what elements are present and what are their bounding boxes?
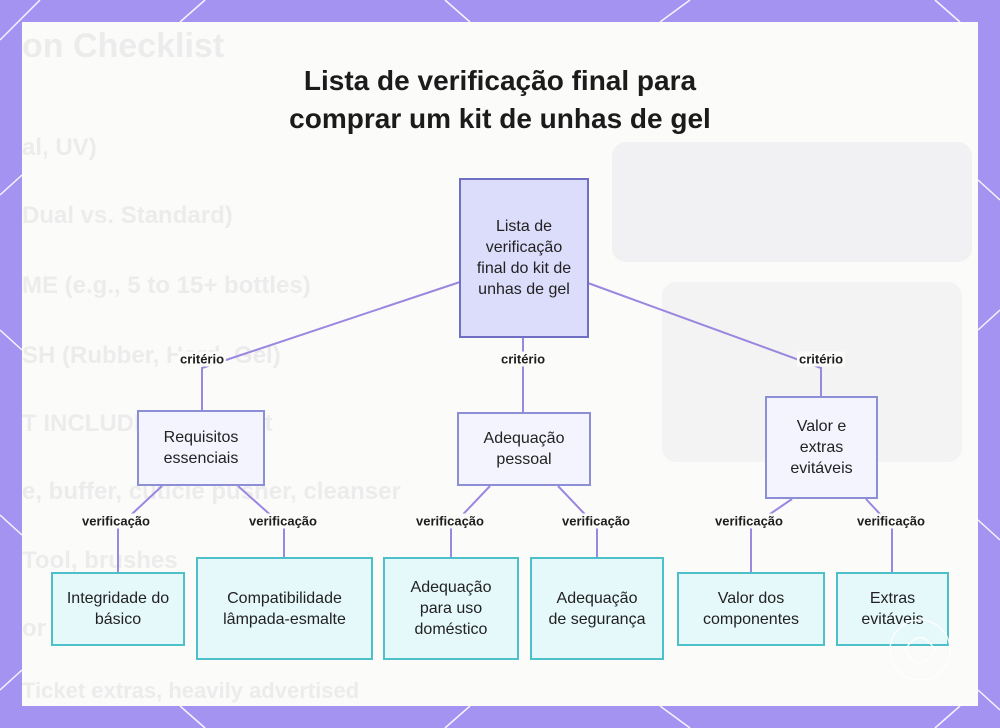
- check-node-label: Extras evitáveis: [861, 590, 924, 628]
- check-node-label: Adequação de segurança: [548, 589, 646, 628]
- check-node-integridade: Integridade do básico: [51, 572, 185, 646]
- title-line-1: Lista de verificação final para: [303, 65, 697, 96]
- criteria-node-adequacao: Adequação pessoal: [457, 412, 591, 486]
- check-node-valor-componentes: Valor dos componentes: [677, 572, 825, 646]
- check-node-label: Integridade do básico: [66, 590, 170, 628]
- criteria-node-label: Adequação pessoal: [483, 430, 565, 468]
- ghost-line-0: on Checklist: [22, 27, 225, 65]
- edge-label-criteria-2: critério: [796, 351, 846, 367]
- edge-root-criteria-0: [201, 281, 461, 410]
- criteria-node-requisitos: Requisitos essenciais: [137, 410, 265, 486]
- edge-label-check-3: verificação: [560, 513, 632, 529]
- ghost-line-2: Dual vs. Standard): [22, 202, 233, 229]
- check-node-label: Valor dos componentes: [702, 590, 800, 628]
- watermark-logo-icon: [889, 619, 951, 681]
- check-node-uso-domestico: Adequação para uso doméstico: [383, 557, 519, 660]
- check-node-label: Adequação para uso doméstico: [410, 579, 492, 638]
- root-node-label: Lista de verificação final do kit de unh…: [476, 218, 572, 298]
- criteria-node-label: Valor e extras evitáveis: [790, 418, 853, 477]
- edge-label-check-0: verificação: [80, 513, 152, 529]
- edge-criteria-0-check-0: [117, 485, 163, 572]
- edge-root-criteria-2: [587, 282, 822, 396]
- edge-criteria-2-check-4: [750, 498, 793, 572]
- edge-label-check-1: verificação: [247, 513, 319, 529]
- ghost-line-3: ME (e.g., 5 to 15+ bottles): [22, 272, 311, 299]
- check-node-seguranca: Adequação de segurança: [530, 557, 664, 660]
- title-line-2: comprar um kit de unhas de gel: [289, 103, 711, 134]
- root-node: Lista de verificação final do kit de unh…: [459, 178, 589, 338]
- edge-label-check-5: verificação: [855, 513, 927, 529]
- check-node-label: Compatibilidade lâmpada-esmalte: [223, 589, 346, 628]
- diagram-title: Lista de verificação final para comprar …: [200, 62, 800, 138]
- edge-label-criteria-1: critério: [498, 351, 548, 367]
- edge-label-check-2: verificação: [414, 513, 486, 529]
- edge-label-criteria-0: critério: [177, 351, 227, 367]
- criteria-node-label: Requisitos essenciais: [163, 429, 239, 467]
- edge-criteria-2-check-5: [865, 498, 893, 572]
- ghost-line-1: al, UV): [22, 134, 97, 161]
- check-node-compatibilidade: Compatibilidade lâmpada-esmalte: [196, 557, 373, 660]
- ghost-line-7: Tool, brushes: [22, 547, 178, 574]
- criteria-node-valor: Valor e extras evitáveis: [765, 396, 878, 499]
- check-node-extras-evitaveis: Extras evitáveis: [836, 572, 949, 646]
- edge-label-check-4: verificação: [713, 513, 785, 529]
- ghost-line-9: Ticket extras, heavily advertised: [22, 678, 360, 703]
